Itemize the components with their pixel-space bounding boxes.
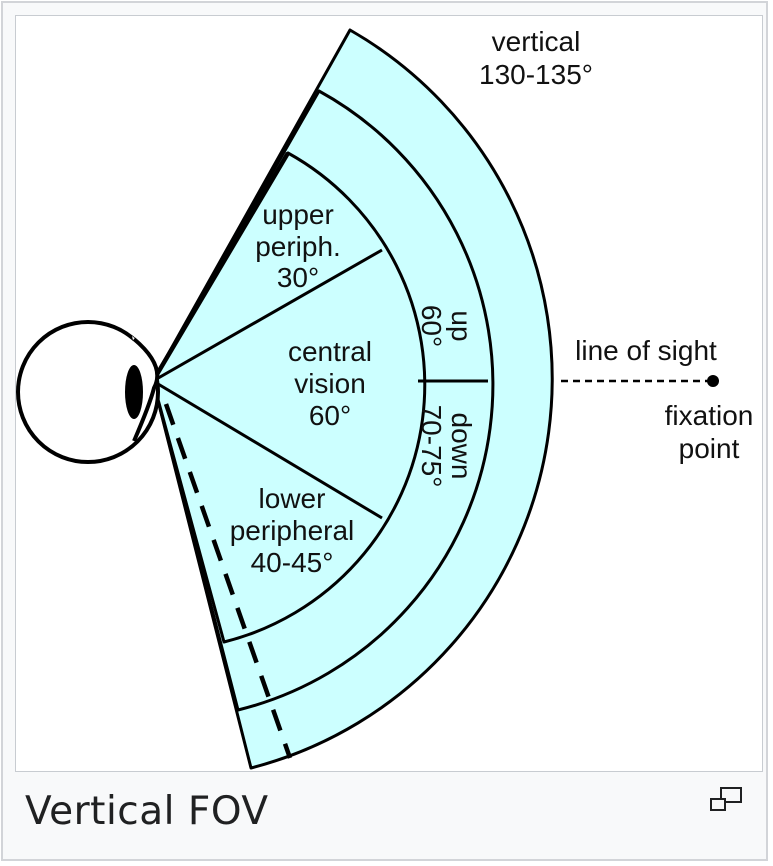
down-label-1: down	[446, 413, 477, 480]
up-label-2: 60°	[416, 305, 447, 347]
vertical-label-1: vertical	[492, 26, 581, 57]
upper-central-divider	[152, 248, 383, 383]
lower-peripheral-label-1: lower	[259, 483, 326, 514]
inner-field-sector	[151, 151, 427, 644]
fixation-point-label-2: point	[679, 433, 740, 464]
central-lower-divider	[152, 379, 383, 520]
eye-icon	[16, 320, 160, 464]
central-vision-label-3: 60°	[309, 400, 351, 431]
enlarge-icon[interactable]	[707, 786, 747, 816]
fixation-point-label-1: fixation	[665, 400, 754, 431]
lower-dashed-boundary	[163, 403, 293, 759]
vertical-label-2: 130-135°	[479, 59, 593, 90]
fixation-point-dot	[707, 375, 719, 387]
up-label-1: up	[446, 310, 477, 341]
line-of-sight-label: line of sight	[575, 335, 717, 366]
upper-periph-label-1: upper	[262, 199, 334, 230]
upper-boundary-line	[151, 151, 290, 383]
down-label-2: 70-75°	[416, 405, 447, 488]
upper-periph-label-2: periph.	[255, 231, 341, 262]
lower-peripheral-label-3: 40-45°	[251, 547, 334, 578]
central-vision-label-2: vision	[294, 368, 366, 399]
vertical-fov-diagram[interactable]: vertical 130-135° upper periph. 30° cent…	[15, 15, 763, 772]
figure-caption: Vertical FOV	[25, 789, 269, 834]
central-vision-label-1: central	[288, 336, 372, 367]
upper-periph-label-3: 30°	[277, 262, 319, 293]
lower-peripheral-label-2: peripheral	[230, 515, 355, 546]
